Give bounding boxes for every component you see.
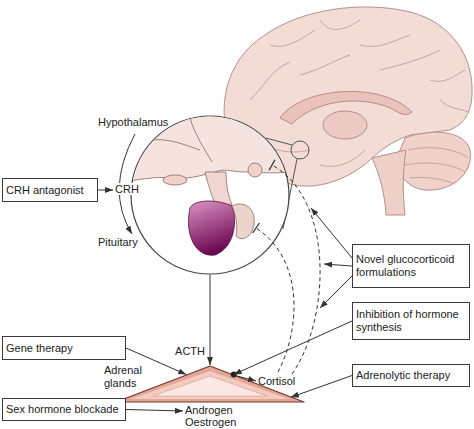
zoom-source-circle: [291, 141, 309, 159]
box-text: CRH antagonist: [6, 184, 84, 197]
box-text: Sex hormone blockade: [6, 403, 119, 416]
hormone-label: Androgen Oestrogen: [185, 404, 243, 428]
cortisol-arrow: [237, 376, 256, 381]
connector-arrow: [291, 376, 352, 398]
gyrus-line: [270, 30, 315, 46]
antagonist-arrow: [98, 190, 113, 191]
cerebellum: [397, 132, 470, 190]
anterior-pituitary: [188, 201, 234, 255]
formulation-arrow: [320, 276, 352, 308]
box-text: Adrenolytic therapy: [356, 369, 450, 382]
sex-hormone-arrow: [126, 410, 183, 412]
box-text: Inhibition of hormone synthesis: [356, 308, 466, 333]
gyrus-line: [320, 150, 365, 166]
posterior-pituitary: [232, 204, 254, 239]
gyrus-line: [430, 70, 465, 81]
brainstem: [372, 150, 406, 215]
pituitary-stalk: [205, 172, 232, 205]
anatomy-label: Pituitary: [98, 236, 138, 249]
connector-arrow: [234, 321, 352, 375]
anatomy-label: Hypothalamus: [98, 116, 168, 129]
hormone-label: Cortisol: [258, 375, 295, 387]
formulation-arrow: [324, 264, 352, 266]
box-text: Novel glucocorticoid formulations: [356, 253, 466, 278]
brain-gyri: [250, 20, 468, 184]
inhibition-bar: [269, 160, 275, 170]
gyrus-line: [250, 62, 290, 100]
gyrus-line: [320, 20, 360, 29]
cerebellum-folia: [405, 163, 465, 172]
gyrus-line: [300, 55, 350, 75]
therapy-box: CRH antagonist: [2, 178, 98, 202]
hypothalamus-pituitary-art: [120, 115, 300, 255]
feedback-line: [272, 165, 320, 374]
therapy-box: Sex hormone blockade: [2, 398, 126, 421]
therapy-box: Gene therapy: [2, 336, 126, 360]
gyrus-line: [360, 35, 410, 46]
therapy-box: Novel glucocorticoid formulations: [352, 244, 470, 288]
tissue-line: [150, 140, 200, 150]
optic-chiasm: [163, 175, 187, 185]
adrenal-cortex: [116, 366, 304, 402]
formulation-arrow: [311, 208, 352, 258]
gyrus-line: [380, 50, 440, 70]
therapy-box: Inhibition of hormone synthesis: [352, 302, 470, 340]
cerebellum-folia: [410, 177, 455, 184]
adrenal-medulla: [153, 376, 267, 396]
cerebellum-folia: [408, 148, 468, 158]
thalamus: [323, 111, 367, 139]
ventricle-line: [190, 118, 212, 162]
anatomy-label: Adrenal glands: [104, 364, 150, 389]
therapy-box: Adrenolytic therapy: [352, 364, 470, 387]
box-text: Gene therapy: [6, 342, 73, 355]
inhibition-bar: [253, 223, 260, 233]
mammillary-body: [248, 163, 262, 177]
hormone-label: CRH: [114, 183, 140, 195]
gyrus-line: [440, 100, 468, 112]
feedback-line: [256, 228, 294, 372]
edge-label: ACTH: [175, 345, 205, 357]
connector-arrow: [210, 275, 211, 366]
